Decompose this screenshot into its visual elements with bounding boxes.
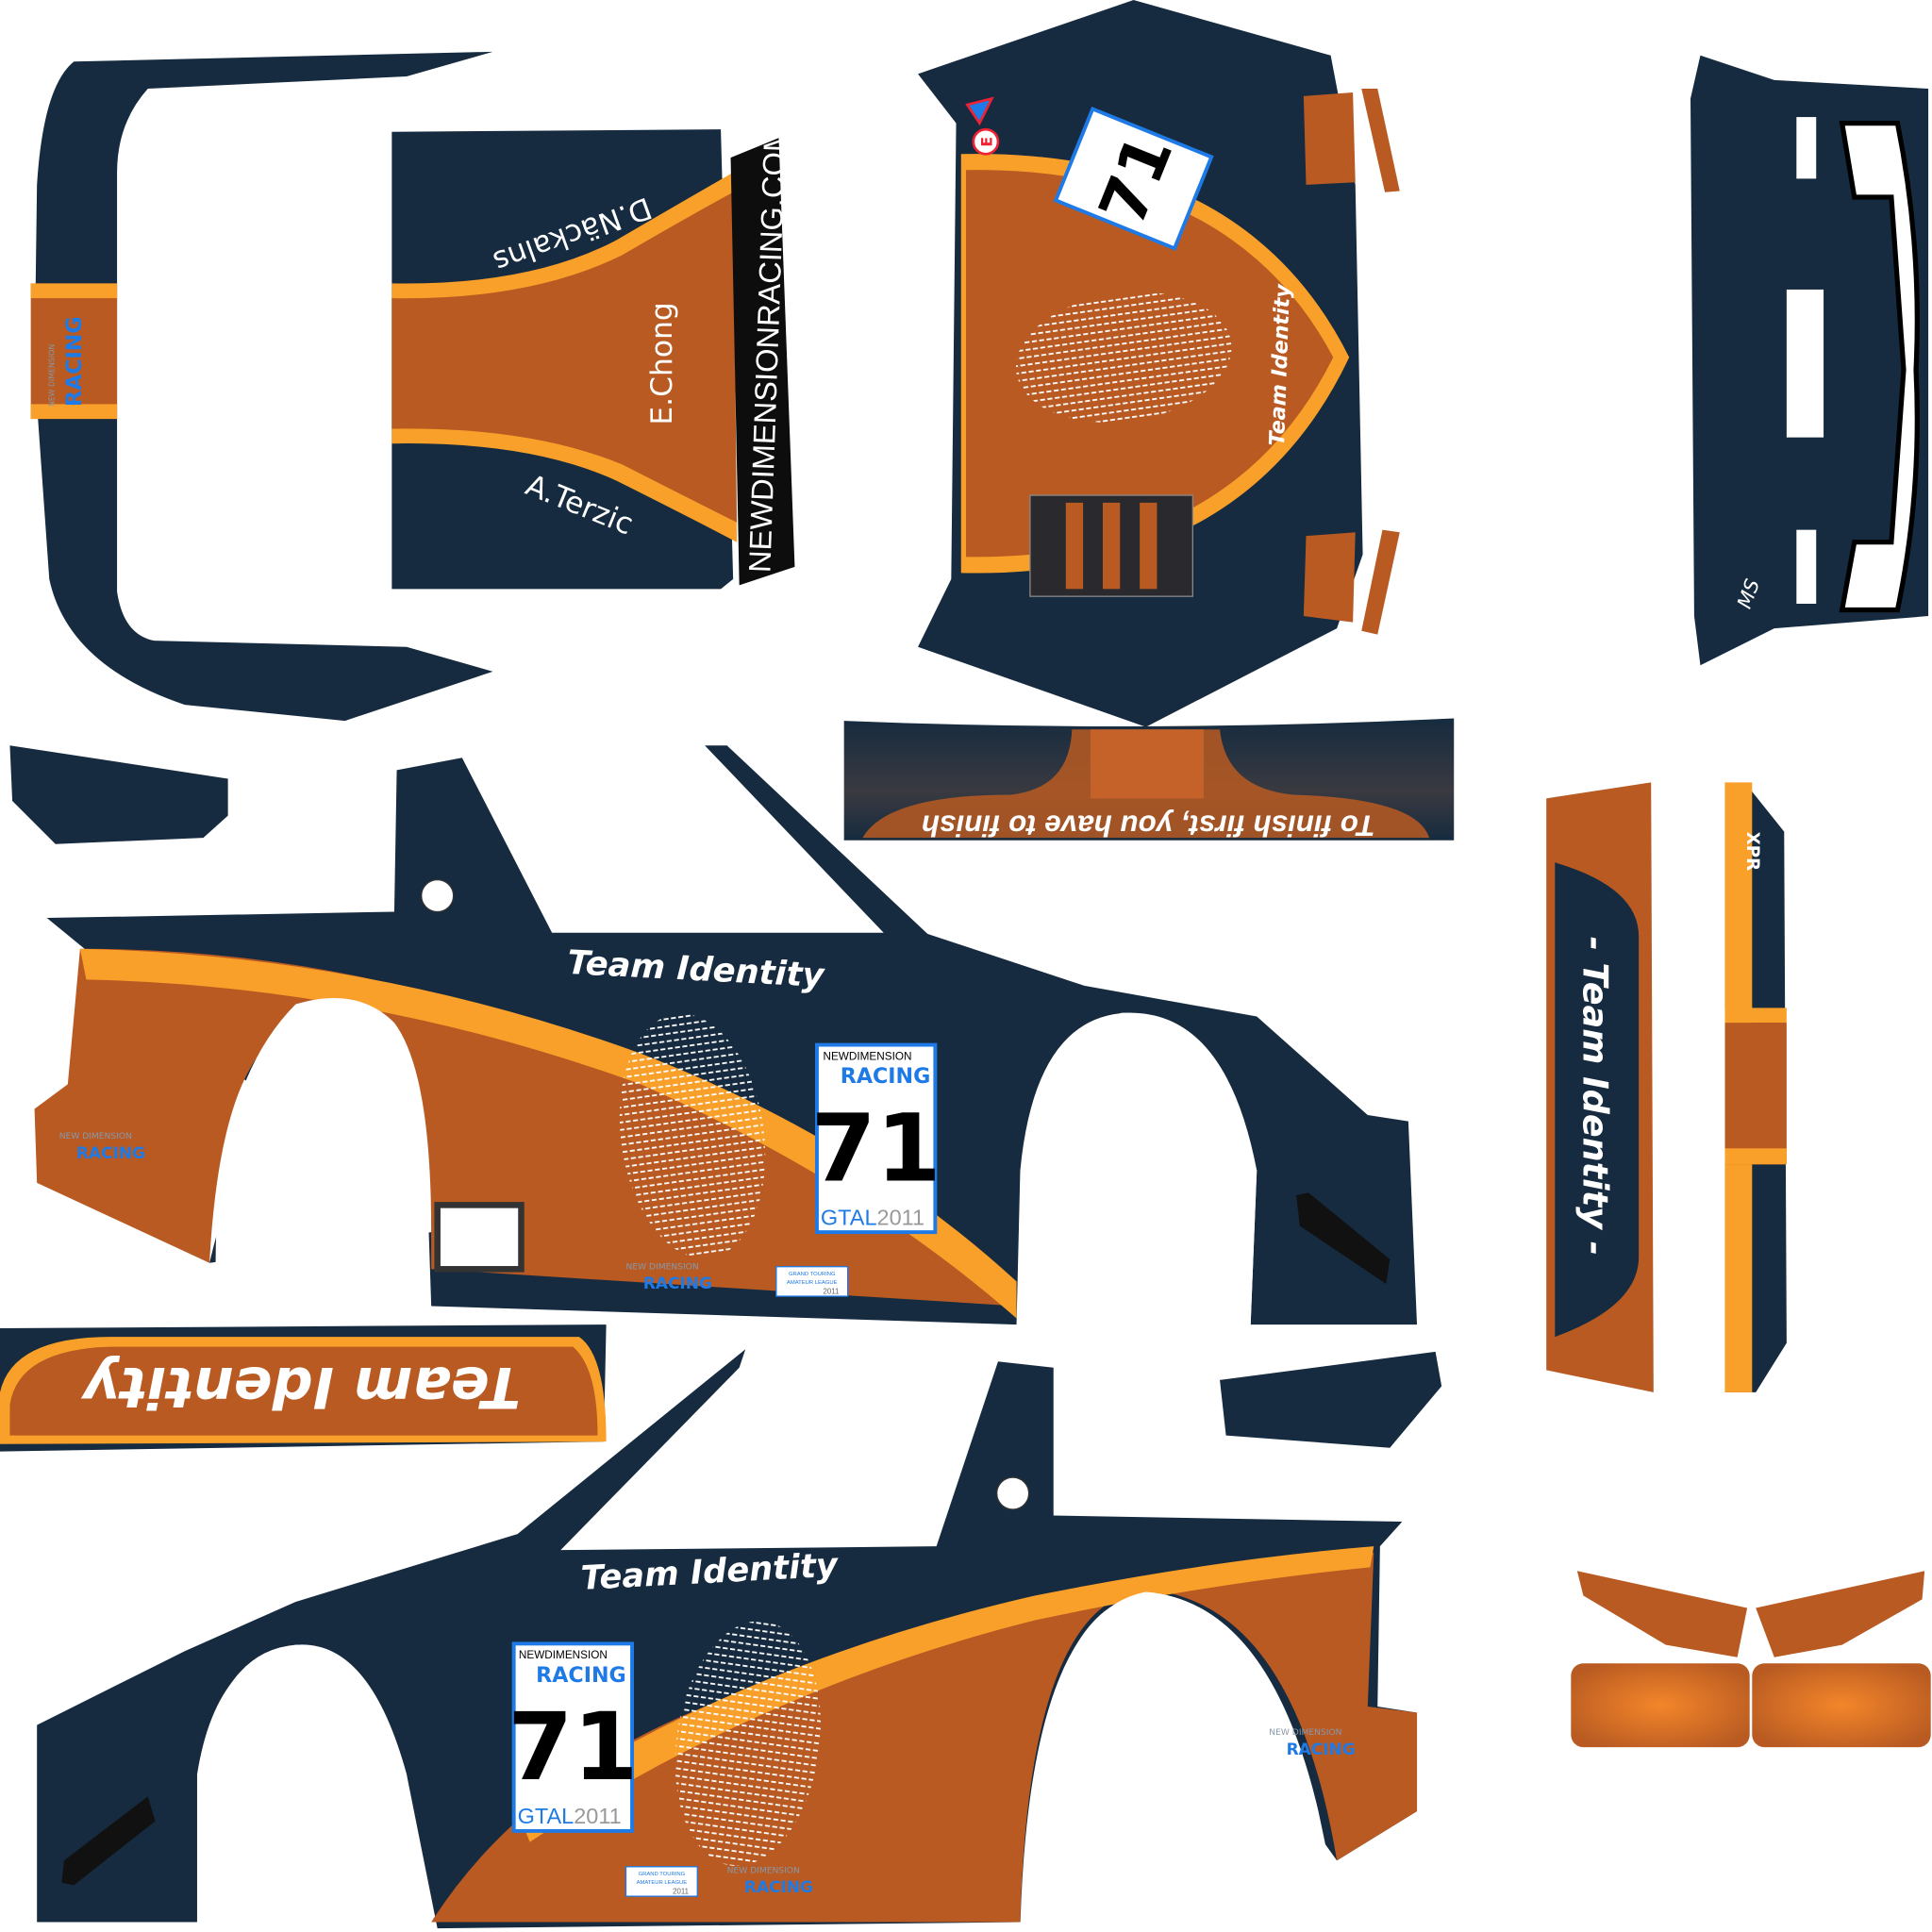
mirror-parts <box>1571 1571 1931 1748</box>
racing-logo-text: RACING <box>62 316 87 407</box>
rocker-logo-racing: RACING <box>643 1274 712 1293</box>
svg-text:71: 71 <box>811 1094 941 1203</box>
gtal-badge-2: GRAND TOURING AMATEUR LEAGUE 2011 <box>625 1866 698 1897</box>
svg-text:RACING: RACING <box>841 1064 931 1089</box>
svg-text:GRAND TOURING: GRAND TOURING <box>639 1872 686 1877</box>
side-logo-racing: RACING <box>76 1144 145 1163</box>
rear-slogan-strip: To finish first, you have to finish <box>843 718 1455 842</box>
rocker-logo-racing-2: RACING <box>744 1878 813 1897</box>
svg-text:NEWDIMENSION: NEWDIMENSION <box>823 1050 911 1062</box>
fingerprint-graphic <box>1015 291 1232 423</box>
vertical-team-panel: - Team Identity - <box>1546 782 1654 1392</box>
thin-side-strip: XPR <box>1724 782 1787 1392</box>
vertical-team-identity-text: - Team Identity - <box>1574 937 1615 1256</box>
fuel-cap-icon-2 <box>995 1476 1030 1510</box>
hood-team-identity-text: Team Identity <box>1265 282 1295 446</box>
svg-text:71: 71 <box>508 1693 638 1802</box>
gtal-badge: GRAND TOURING AMATEUR LEAGUE 2011 <box>775 1266 849 1297</box>
e-badge-icon <box>972 127 1000 156</box>
side-logo-top-2: NEW DIMENSION <box>1269 1728 1341 1738</box>
side-number-plate: NEWDIMENSION RACING 71 GTAL2011 <box>811 1042 941 1235</box>
fingerprint-graphic <box>675 1621 822 1866</box>
lower-team-strip: Team Identity <box>0 1324 607 1452</box>
roof-frame: RACING NEW DIMENSION <box>30 51 493 722</box>
hood-number-plate: 71 <box>1053 106 1214 251</box>
fuel-cap-icon <box>421 878 455 913</box>
side-number-plate-2: NEWDIMENSION RACING 71 GTAL2011 <box>508 1641 638 1833</box>
roof-panel: D.Näckalns E.Chong A.Terzic NEWDIMENSION… <box>391 125 795 590</box>
svg-text:2011: 2011 <box>673 1888 689 1896</box>
svg-text:GTAL2011: GTAL2011 <box>518 1804 622 1828</box>
racing-logo-top-text: NEW DIMENSION <box>47 344 56 407</box>
svg-text:GRAND TOURING: GRAND TOURING <box>789 1272 836 1277</box>
slogan-text: To finish first, you have to finish <box>922 809 1375 842</box>
side-panel-right: Team Identity NEWDIMENSION RACING 71 GTA… <box>37 1349 1418 1929</box>
side-logo-top: NEW DIMENSION <box>59 1132 132 1141</box>
fingerprint-graphic <box>619 1013 766 1259</box>
driver-name-chong: E.Chong <box>645 302 679 425</box>
rocker-logo-top: NEW DIMENSION <box>626 1262 699 1272</box>
svg-text:RACING: RACING <box>536 1663 626 1688</box>
small-panel-left <box>9 745 228 844</box>
triangle-badge-icon <box>965 96 994 126</box>
svg-text:AMATEUR LEAGUE: AMATEUR LEAGUE <box>637 1880 688 1886</box>
e-badge-letter: E <box>977 137 995 147</box>
small-panel-right <box>1220 1351 1442 1448</box>
svg-text:GTAL2011: GTAL2011 <box>821 1205 924 1229</box>
lower-team-identity-text: Team Identity <box>80 1354 521 1420</box>
rear-panel: MS <box>1690 55 1929 666</box>
rocker-logo-top-2: NEW DIMENSION <box>727 1866 800 1875</box>
svg-text:NEWDIMENSION: NEWDIMENSION <box>519 1649 608 1661</box>
svg-text:2011: 2011 <box>823 1287 839 1295</box>
hood: Team Identity E 71 <box>918 0 1400 727</box>
side-panel-left: Team Identity NEWDIMENSION RACING 71 GTA… <box>34 745 1418 1325</box>
svg-text:AMATEUR LEAGUE: AMATEUR LEAGUE <box>787 1280 838 1286</box>
xpr-text: XPR <box>1742 832 1762 872</box>
side-logo-racing-2: RACING <box>1287 1740 1356 1759</box>
